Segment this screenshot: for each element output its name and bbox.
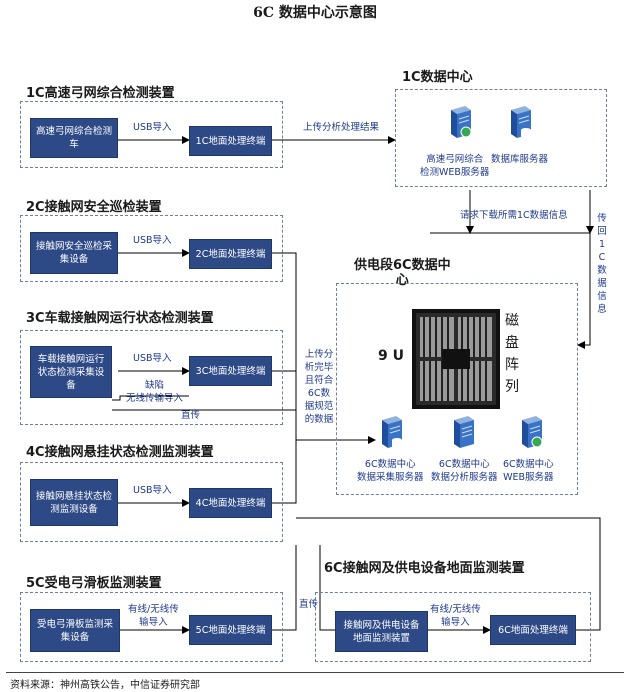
section-3c-box (20, 330, 283, 425)
center-1c-box (395, 89, 607, 187)
server-icon (376, 414, 406, 450)
section-6c-box (315, 592, 591, 662)
database-server-icon (505, 104, 535, 140)
link-3c-wireless-label: 缺陷 无线传输导入 (126, 380, 184, 404)
link-2c-label: USB导入 (133, 235, 172, 246)
source-note: 资料来源：神州高铁公告，中信证券研究部 (10, 680, 200, 691)
terminal-1c: 1C地面处理终端 (189, 126, 272, 156)
center-1c-title: 1C数据中心 (402, 70, 473, 85)
terminal-2c: 2C地面处理终端 (189, 239, 272, 269)
section-1c-box (20, 101, 283, 168)
footer-divider (6, 672, 624, 673)
section-5c-box (20, 592, 283, 662)
terminal-6c: 6C地面处理终端 (490, 615, 576, 645)
section-4c-title: 4C接触网悬挂状态检测监测装置 (26, 445, 214, 460)
section-3c-title: 3C车载接触网运行状态检测装置 (26, 311, 214, 326)
link-6c-label: 有线/无线传 输导入 (430, 604, 481, 628)
rack-size-label: 9 U (378, 348, 404, 364)
center-1c-db-server-label: 数据库服务器 (491, 154, 549, 165)
direct-3c-label: 直传 (181, 410, 201, 421)
disk-array-icon (412, 309, 500, 409)
center-6c-collect-server-label: 6C数据中心 数据采集服务器 (357, 459, 424, 483)
section-4c-box (20, 462, 283, 542)
server-icon (448, 414, 478, 450)
link-5c-label: 有线/无线传 输导入 (128, 604, 179, 628)
center-6c-web-server-label: 6C数据中心 WEB服务器 (503, 459, 554, 483)
server-icon (516, 414, 546, 450)
center-6c-analysis-server-label: 6C数据中心 数据分析服务器 (431, 459, 498, 483)
device-3c: 车载接触网运行状态检测采集设备 (30, 346, 112, 398)
section-1c-title: 1C高速弓网综合检测装置 (26, 86, 175, 101)
link-3c-label: USB导入 (133, 353, 172, 364)
return-1c-label: 传 回 1 C 数 据 信 息 (597, 213, 607, 315)
device-6c: 接触网及供电设备地面监测装置 (335, 611, 428, 652)
request-1c-label: 请求下载所需1C数据信息 (460, 210, 568, 221)
device-5c: 受电弓滑板监测采集设备 (30, 609, 120, 652)
section-6c-title: 6C接触网及供电设备地面监测装置 (324, 561, 525, 576)
device-4c: 接触网悬挂状态检测监测设备 (30, 479, 118, 526)
device-2c: 接触网安全巡检采集设备 (30, 232, 118, 274)
section-5c-title: 5C受电弓滑板监测装置 (26, 576, 162, 591)
terminal-4c: 4C地面处理终端 (189, 488, 272, 518)
center-6c-title: 供电段6C数据中 心 (354, 258, 451, 288)
disk-array-label: 磁 盘 阵 列 (505, 313, 519, 395)
link-4c-label: USB导入 (133, 485, 172, 496)
center-6c-box (336, 283, 578, 495)
terminal-5c: 5C地面处理终端 (189, 615, 272, 645)
center-1c-web-server-label: 高速弓网综合 检测WEB服务器 (420, 154, 490, 178)
server-icon (445, 104, 475, 140)
upload-1c-label: 上传分析处理结果 (303, 122, 380, 133)
upload-6c-label: 上传分 析完毕 且符合 6C数 据规范 的数据 (304, 349, 334, 425)
link-1c-label: USB导入 (133, 122, 172, 133)
direct-6c-label: 直传 (299, 599, 319, 610)
device-1c: 高速弓网综合检测车 (30, 118, 118, 158)
terminal-3c: 3C地面处理终端 (189, 356, 272, 386)
section-2c-box (20, 215, 283, 282)
page-title: 6C 数据中心示意图 (253, 5, 377, 21)
section-2c-title: 2C接触网安全巡检装置 (26, 200, 162, 215)
